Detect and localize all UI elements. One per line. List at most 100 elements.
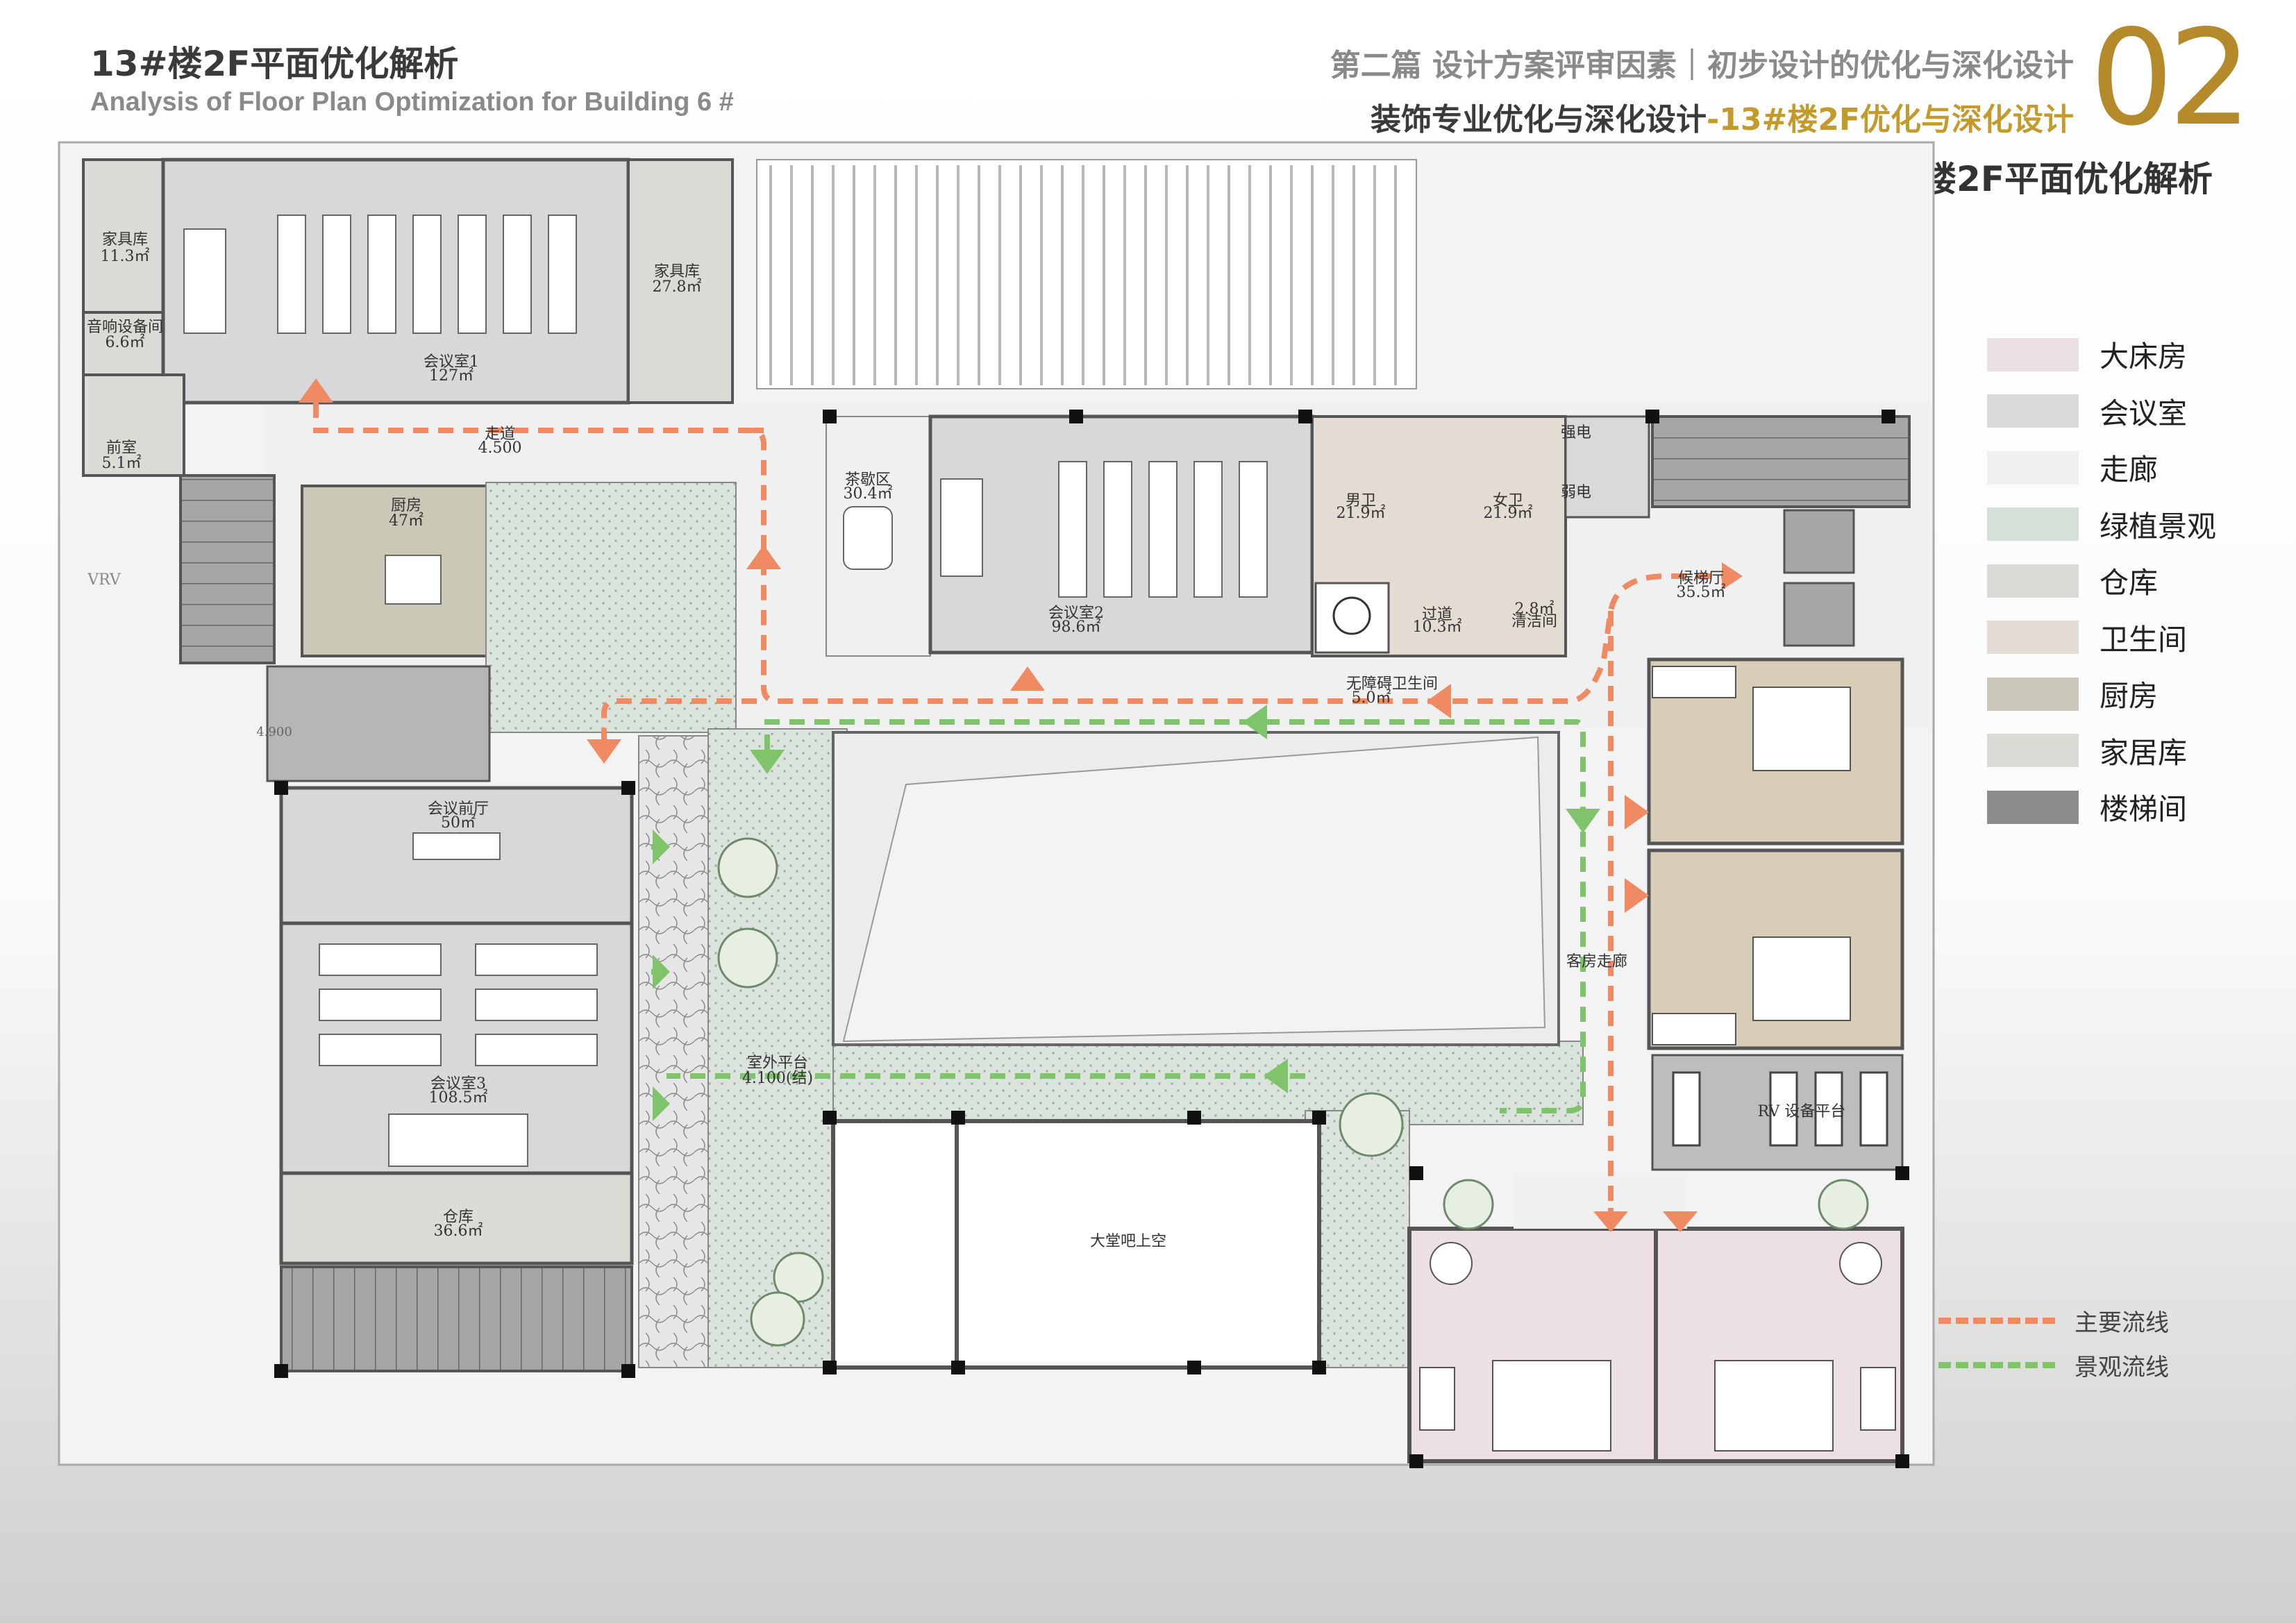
legend-item: 绿植景观 <box>1987 496 2216 553</box>
storage-name: 仓库 <box>443 1209 474 1226</box>
anteroom <box>82 373 185 477</box>
anteroom-name: 前室 <box>106 439 137 457</box>
legend-item: 大床房 <box>1987 326 2216 383</box>
flow-landscape-row: 景观流线 <box>1938 1343 2169 1387</box>
av-room-area: 6.6㎡ <box>106 333 145 351</box>
legend-swatch <box>1987 621 2079 655</box>
section-highlight: 13#楼2F优化与深化设计 <box>1719 102 2074 137</box>
meeting2-area: 98.6㎡ <box>1052 618 1101 636</box>
legend-item: 卫生间 <box>1987 609 2216 666</box>
meeting3-area: 108.5㎡ <box>429 1088 488 1107</box>
electrical-rooms <box>1564 415 1650 519</box>
furniture1-area: 11.3㎡ <box>101 247 150 265</box>
section-title: 装饰专业优化与深化设计-13#楼2F优化与深化设计 <box>1371 94 2074 139</box>
main-flow-arrows <box>299 378 1743 1232</box>
landscape-flow-arrows <box>653 705 1600 1121</box>
vrv-units <box>1672 1071 1888 1147</box>
section-prefix: 装饰专业优化与深化设计 <box>1370 102 1707 137</box>
legend-swatch <box>1987 734 2079 768</box>
legend-swatch <box>1987 337 2079 371</box>
passage-name: 过道 <box>1422 606 1452 623</box>
legend-item: 家居库 <box>1987 723 2216 780</box>
legend-label: 卫生间 <box>2100 622 2188 657</box>
tea-name: 茶歇区 <box>845 471 891 489</box>
legend-label: 大床房 <box>2100 339 2188 374</box>
terrace-level: 4.100(结) <box>742 1070 813 1087</box>
page-number: 02 <box>2090 1 2252 155</box>
roof-area <box>756 159 1417 389</box>
women-wc-area: 21.9㎡ <box>1484 504 1533 522</box>
anteroom-area: 5.1㎡ <box>102 454 142 472</box>
wheelchair-icon <box>1332 596 1371 635</box>
page-title-en: Analysis of Floor Plan Optimization for … <box>90 87 734 117</box>
cleaning-name: 清洁间 <box>1511 613 1557 630</box>
meeting3-name: 会议室3 <box>430 1075 486 1093</box>
accessible-wc-area: 5.0㎡ <box>1352 689 1391 707</box>
legend-label: 家居库 <box>2100 735 2188 770</box>
elevator-hall-name: 候梯厅 <box>1678 570 1724 587</box>
kitchen-equipment <box>385 555 442 605</box>
legend-swatch <box>1987 564 2079 598</box>
main-flow-line <box>1938 1317 2055 1324</box>
legend-label: 会议室 <box>2100 396 2188 430</box>
vrv-platform-label: RV 设备平台 <box>1758 1103 1846 1120</box>
stair-2 <box>280 1265 633 1372</box>
tea-table <box>843 506 893 570</box>
section-dash: - <box>1706 102 1720 137</box>
corridor-name: 走道 <box>485 426 515 443</box>
flow-main-row: 主要流线 <box>1938 1298 2169 1343</box>
columns <box>274 410 1909 1468</box>
roof-louvers <box>769 165 1397 385</box>
meeting2-name: 会议室2 <box>1048 605 1104 622</box>
stair-3 <box>1651 415 1911 508</box>
legend-item: 仓库 <box>1987 553 2216 609</box>
legend-swatch <box>1987 677 2079 711</box>
terrace-strip <box>832 1041 1584 1125</box>
level-label: 4.900 <box>256 725 292 739</box>
landscape-flow-label: 景观流线 <box>2075 1353 2169 1381</box>
storage-area: 36.6㎡ <box>434 1222 483 1240</box>
trees <box>717 837 1869 1347</box>
king-room-furniture <box>1419 1242 1896 1452</box>
meeting1-name: 会议室1 <box>424 353 479 371</box>
men-wc-name: 男卫 <box>1346 492 1376 510</box>
air-platform <box>266 665 491 782</box>
meeting-foyer-name: 会议前厅 <box>428 800 489 818</box>
landscape-flow-line <box>1938 1361 2055 1368</box>
legend-swatch <box>1987 394 2079 428</box>
elevator-hall-area: 35.5㎡ <box>1677 583 1726 601</box>
legend-item: 厨房 <box>1987 666 2216 723</box>
tea-area: 30.4㎡ <box>844 485 893 503</box>
courtyard-skylight <box>842 736 1546 1043</box>
room-labels: 家具库 11.3㎡ 音响设备间 6.6㎡ 会议室1 127㎡ 家具库 27.8㎡… <box>87 231 1845 1250</box>
men-wc-area: 21.9㎡ <box>1336 504 1386 522</box>
accessible-wc-name: 无障碍卫生间 <box>1346 675 1438 693</box>
legend-item: 走廊 <box>1987 439 2216 496</box>
guest-beds-upper <box>1652 666 1851 1045</box>
storage-room <box>279 1171 634 1265</box>
meeting-foyer-area: 50㎡ <box>441 814 476 832</box>
legend-label: 绿植景观 <box>2100 509 2217 544</box>
cleaning-area: 2.8㎡ <box>1515 600 1555 618</box>
foyer-desk <box>412 832 501 860</box>
legend-label: 仓库 <box>2100 566 2159 600</box>
guest-corridor-label: 客房走廊 <box>1566 953 1627 970</box>
corridor-level: 4.500 <box>478 439 522 457</box>
legend-label: 楼梯间 <box>2100 792 2188 827</box>
flow-legend: 主要流线 景观流线 <box>1938 1298 2169 1387</box>
terrace-name: 室外平台 <box>747 1054 808 1072</box>
lift-shaft-1 <box>1783 509 1855 574</box>
kitchen-name: 厨房 <box>391 497 421 514</box>
legend-swatch <box>1987 790 2079 824</box>
furniture2-name: 家具库 <box>654 263 700 280</box>
passage-area: 10.3㎡ <box>1413 618 1462 636</box>
lobby-void-label: 大堂吧上空 <box>1090 1233 1166 1250</box>
av-room-name: 音响设备间 <box>87 319 163 336</box>
legend-label: 厨房 <box>2100 679 2159 714</box>
vrv-label: VRV <box>87 571 121 589</box>
green-patch-left <box>485 482 737 733</box>
terrace <box>707 728 848 1368</box>
stair-1 <box>179 474 276 664</box>
terrace-right <box>1305 1110 1410 1368</box>
